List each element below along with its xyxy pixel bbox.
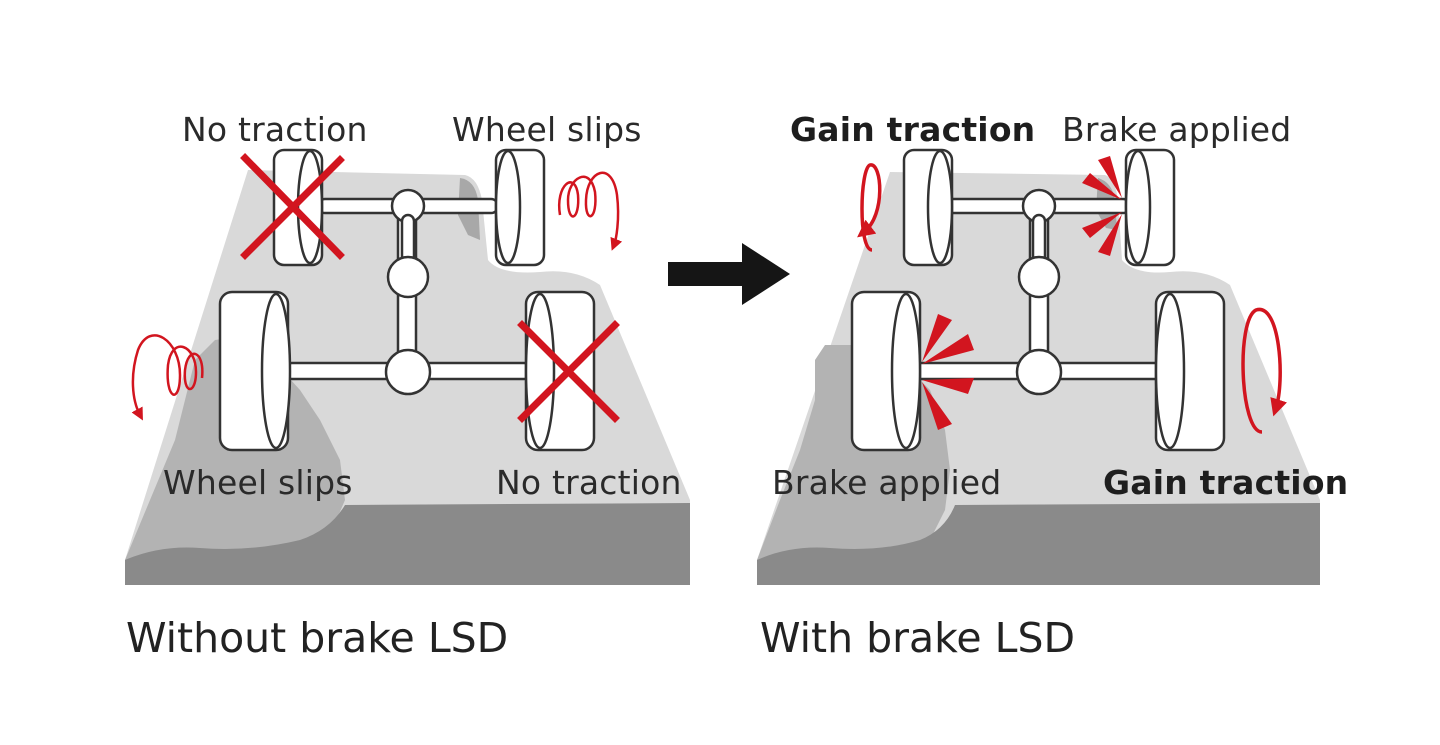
wheel-front-right (494, 148, 546, 267)
label-rear-left: Wheel slips (163, 463, 353, 502)
wheel-front-left (902, 148, 954, 267)
wheel-rotation-icon (1241, 307, 1288, 434)
caption-without-lsd: Without brake LSD (126, 614, 509, 662)
brake-applied-icon (922, 314, 974, 430)
brake-applied-icon (1082, 156, 1122, 256)
no-traction-x-icon (240, 153, 345, 260)
label-front-right: Brake applied (1062, 110, 1292, 149)
wheel-rear-left (850, 290, 922, 452)
ground-band (757, 503, 1320, 585)
label-rear-right: Gain traction (1103, 463, 1349, 502)
right-arrow-icon (668, 243, 790, 305)
panel-without-lsd (125, 148, 690, 585)
wheel-rear-left (218, 290, 292, 452)
wheel-rear-right (524, 290, 596, 452)
panel-with-lsd (757, 148, 1320, 585)
label-front-left: No traction (182, 110, 368, 149)
label-front-right: Wheel slips (452, 110, 642, 149)
caption-with-lsd: With brake LSD (760, 614, 1076, 662)
label-rear-left: Brake applied (772, 463, 1002, 502)
wheel-rotation-icon (857, 163, 882, 252)
wheel-rear-right (1154, 290, 1226, 452)
label-rear-right: No traction (496, 463, 682, 502)
wheel-slip-spiral-icon (131, 334, 204, 421)
label-front-left: Gain traction (790, 110, 1036, 149)
no-traction-x-icon (517, 320, 620, 423)
wheel-front-right (1124, 148, 1176, 267)
ground-band (125, 503, 690, 585)
wheel-slip-spiral-icon (557, 171, 623, 251)
